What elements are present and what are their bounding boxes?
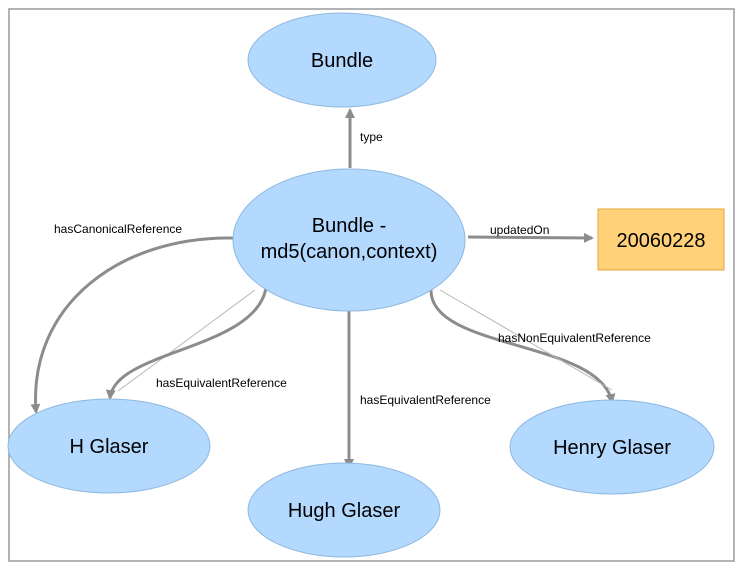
edge-label-has-canonical-reference: hasCanonicalReference [54, 222, 182, 236]
node-henry-glaser: Henry Glaser [509, 399, 715, 495]
node-henry-glaser-label: Henry Glaser [553, 437, 671, 459]
edge-thin-line-right [439, 289, 613, 391]
node-hugh-glaser-label: Hugh Glaser [288, 500, 401, 522]
node-bundle-md5-label-line2: md5(canon,context) [261, 241, 438, 263]
edge-thin-line-left [117, 289, 256, 392]
node-bundle-md5: Bundle - md5(canon,context) [232, 168, 466, 312]
edge-label-has-non-equivalent-reference: hasNonEquivalentReference [498, 331, 651, 345]
edge-has-non-equivalent-reference [429, 289, 616, 404]
edge-has-equivalent-reference-left [105, 287, 268, 400]
edge-updated-on [467, 232, 594, 243]
node-bundle: Bundle [247, 12, 437, 108]
edge-label-updated-on: updatedOn [490, 223, 549, 237]
node-hugh-glaser: Hugh Glaser [247, 462, 441, 558]
edge-label-has-equivalent-reference-left: hasEquivalentReference [156, 376, 287, 390]
node-h-glaser-label: H Glaser [70, 436, 149, 458]
node-bundle-md5-label-line1: Bundle - [312, 215, 387, 237]
edge-has-canonical-reference [30, 236, 234, 414]
edge-label-has-equivalent-reference-center: hasEquivalentReference [360, 393, 491, 407]
diagram-frame [8, 8, 735, 562]
node-date-literal: 20060228 [597, 208, 725, 271]
node-bundle-label: Bundle [311, 50, 373, 72]
node-h-glaser: H Glaser [7, 398, 211, 494]
node-date-literal-label: 20060228 [617, 230, 706, 252]
edge-label-type: type [360, 130, 383, 144]
